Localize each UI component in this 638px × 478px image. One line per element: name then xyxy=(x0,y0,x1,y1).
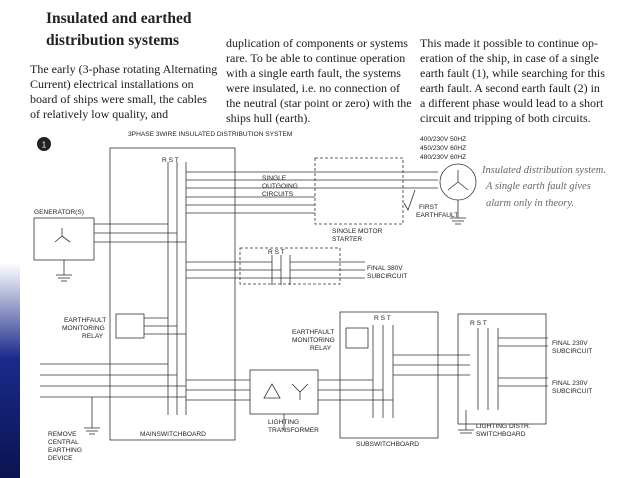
text-line: eration of the ship, in case of a single xyxy=(420,51,599,65)
main-switchboard-label: MAINSWITCHBOARD xyxy=(140,431,206,438)
lighting-transformer-box xyxy=(249,369,319,415)
lighting-switchboard-2: SWITCHBOARD xyxy=(476,431,526,438)
supply-spec-1: 400/230V 50HZ xyxy=(420,136,466,143)
text-line: This made it possible to continue op- xyxy=(420,36,598,50)
first-fault-2: EARTHFAULT xyxy=(416,212,458,219)
text-column-middle: duplication of components or systems rar… xyxy=(226,36,412,126)
title-line-2: distribution systems xyxy=(46,32,180,49)
single-outgoing-2: OUTGOING xyxy=(262,183,298,190)
motor-starter-1: SINGLE MOTOR xyxy=(332,228,383,235)
sub-switchboard-label: SUBSWITCHBOARD xyxy=(356,441,419,448)
remove-device-4: DEVICE xyxy=(48,455,73,462)
text-line: duplication of components or systems xyxy=(226,36,408,50)
text-line: with a single earth fault, the systems xyxy=(226,66,401,80)
text-line: earth fault (1), while searching for thi… xyxy=(420,66,605,80)
diagram-badge xyxy=(37,137,51,151)
efm-left-1: EARTHFAULT xyxy=(64,317,106,324)
efm-mid-3: RELAY xyxy=(310,345,332,352)
lighting-rst-label: R S T xyxy=(470,320,487,327)
remove-device-2: CENTRAL xyxy=(48,439,79,446)
annotation-line-1: Insulated distribution system. xyxy=(481,165,606,176)
main-rst-label: R S T xyxy=(162,157,179,164)
efm-left-3: RELAY xyxy=(82,333,104,340)
final-230b-2: SUBCIRCUIT xyxy=(552,388,592,395)
text-line: circuit and tripping of both circuits. xyxy=(420,111,591,125)
efm-mid-2: MONITORING xyxy=(292,337,335,344)
left-edge-gradient xyxy=(0,0,20,478)
efm-left-2: MONITORING xyxy=(62,325,105,332)
final-380-2: SUBCIRCUIT xyxy=(367,273,407,280)
generator-label: GENERATOR(S) xyxy=(34,209,84,216)
motor-starter-2: STARTER xyxy=(332,236,362,243)
text-line: ships hull (earth). xyxy=(226,111,311,125)
supply-spec-2: 450/230V 60HZ xyxy=(420,145,466,152)
final-230a-1: FINAL 230V xyxy=(552,340,588,347)
slide-title: Insulated and earthed distribution syste… xyxy=(46,8,192,52)
final-380-1: FINAL 380V xyxy=(367,265,403,272)
lighting-transformer-2: TRANSFORMER xyxy=(268,427,319,434)
text-line: board of ships were small, the cables xyxy=(30,92,207,106)
final-230a-2: SUBCIRCUIT xyxy=(552,348,592,355)
efm-mid-1: EARTHFAULT xyxy=(292,329,334,336)
text-column-left: The early (3-phase rotating Alternating … xyxy=(30,62,218,122)
lighting-switchboard-1: LIGHTING DISTR. xyxy=(476,423,531,430)
first-fault-1: FIRST xyxy=(419,204,438,211)
text-line: Current) electrical installations on xyxy=(30,77,194,91)
text-column-right: This made it possible to continue op- er… xyxy=(420,36,606,126)
final-230b-1: FINAL 230V xyxy=(552,380,588,387)
text-line: earth fault. A second earth fault (2) in xyxy=(420,81,600,95)
main-switchboard-box xyxy=(109,147,236,441)
diagram-heading: 3PHASE 3WIRE INSULATED DISTRIBUTION SYST… xyxy=(128,131,292,138)
badge-number: 1 xyxy=(42,141,47,150)
single-outgoing-1: SINGLE xyxy=(262,175,287,182)
text-line: rare. To be able to continue operation xyxy=(226,51,406,65)
text-line: were insulated, i.e. no connection of xyxy=(226,81,400,95)
text-line: of relatively low quality, and xyxy=(30,107,169,121)
title-line-1: Insulated and earthed xyxy=(46,10,192,27)
sub-rst-label: R S T xyxy=(374,315,391,322)
generator-box xyxy=(33,217,95,261)
remove-device-1: REMOVE xyxy=(48,431,77,438)
supply-spec-3: 480/230V 60HZ xyxy=(420,154,466,161)
lighting-transformer-1: LIGHTING xyxy=(268,419,299,426)
annotation-line-2: A single earth fault gives xyxy=(485,181,591,192)
remove-device-3: EARTHING xyxy=(48,447,82,454)
text-line: a different phase would lead to a short xyxy=(420,96,604,110)
subcircuit-rst-label: R S T xyxy=(268,249,285,256)
motor-starter-box xyxy=(314,157,404,225)
lighting-switchboard-box xyxy=(457,313,547,425)
text-line: The early (3-phase rotating Alternating xyxy=(30,62,218,76)
single-outgoing-3: CIRCUITS xyxy=(262,191,294,198)
annotation-line-3: alarm only in theory. xyxy=(486,198,574,209)
text-line: the neutral (star point or zero) with th… xyxy=(226,96,412,110)
